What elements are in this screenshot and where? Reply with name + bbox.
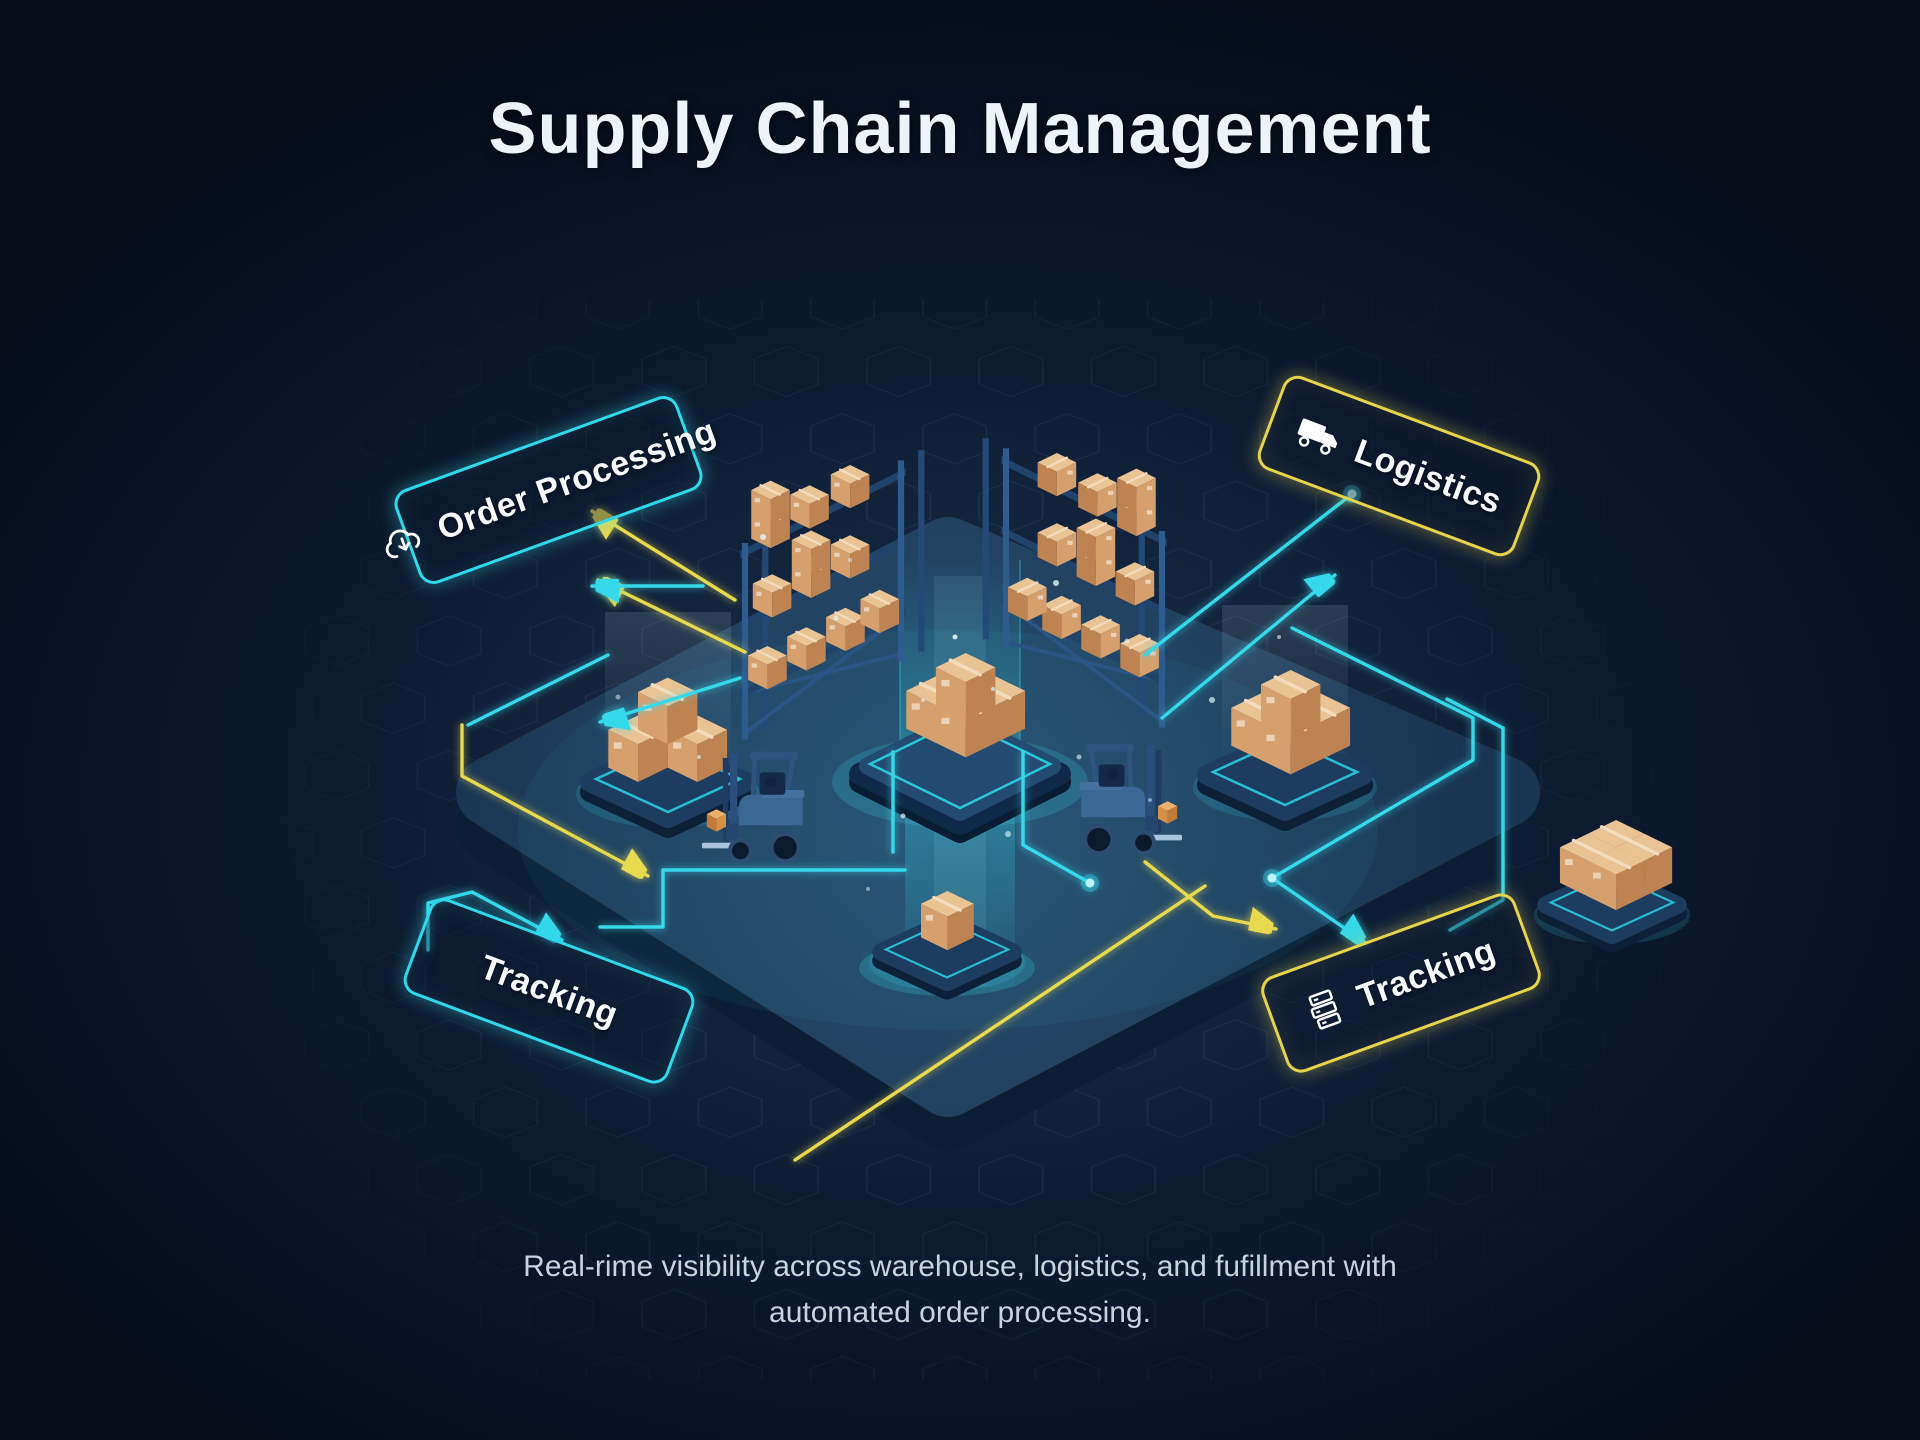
sparkles bbox=[615, 534, 1281, 891]
node-label: Tracking bbox=[1352, 930, 1501, 1016]
caption-line-2: automated order processing. bbox=[769, 1296, 1151, 1329]
page-title: Supply Chain Management bbox=[488, 89, 1432, 169]
package-stack-icon bbox=[1308, 989, 1342, 1030]
node-tracking-right: Tracking bbox=[1256, 888, 1546, 1078]
node-order-processing: Order Processing bbox=[385, 391, 721, 589]
connector-lines-cyan bbox=[426, 485, 1505, 952]
node-logistics: Logistics bbox=[1253, 371, 1545, 561]
node-label: Logistics bbox=[1349, 431, 1507, 522]
caption-line-1: Real-rime visibility across warehouse, l… bbox=[523, 1250, 1397, 1283]
caption: Real-rime visibility across warehouse, l… bbox=[0, 1244, 1920, 1336]
cloud-download-icon bbox=[385, 529, 421, 559]
truck-icon bbox=[1297, 418, 1338, 455]
node-label: Tracking bbox=[475, 947, 624, 1034]
connector-lines-yellow bbox=[460, 511, 1278, 1162]
